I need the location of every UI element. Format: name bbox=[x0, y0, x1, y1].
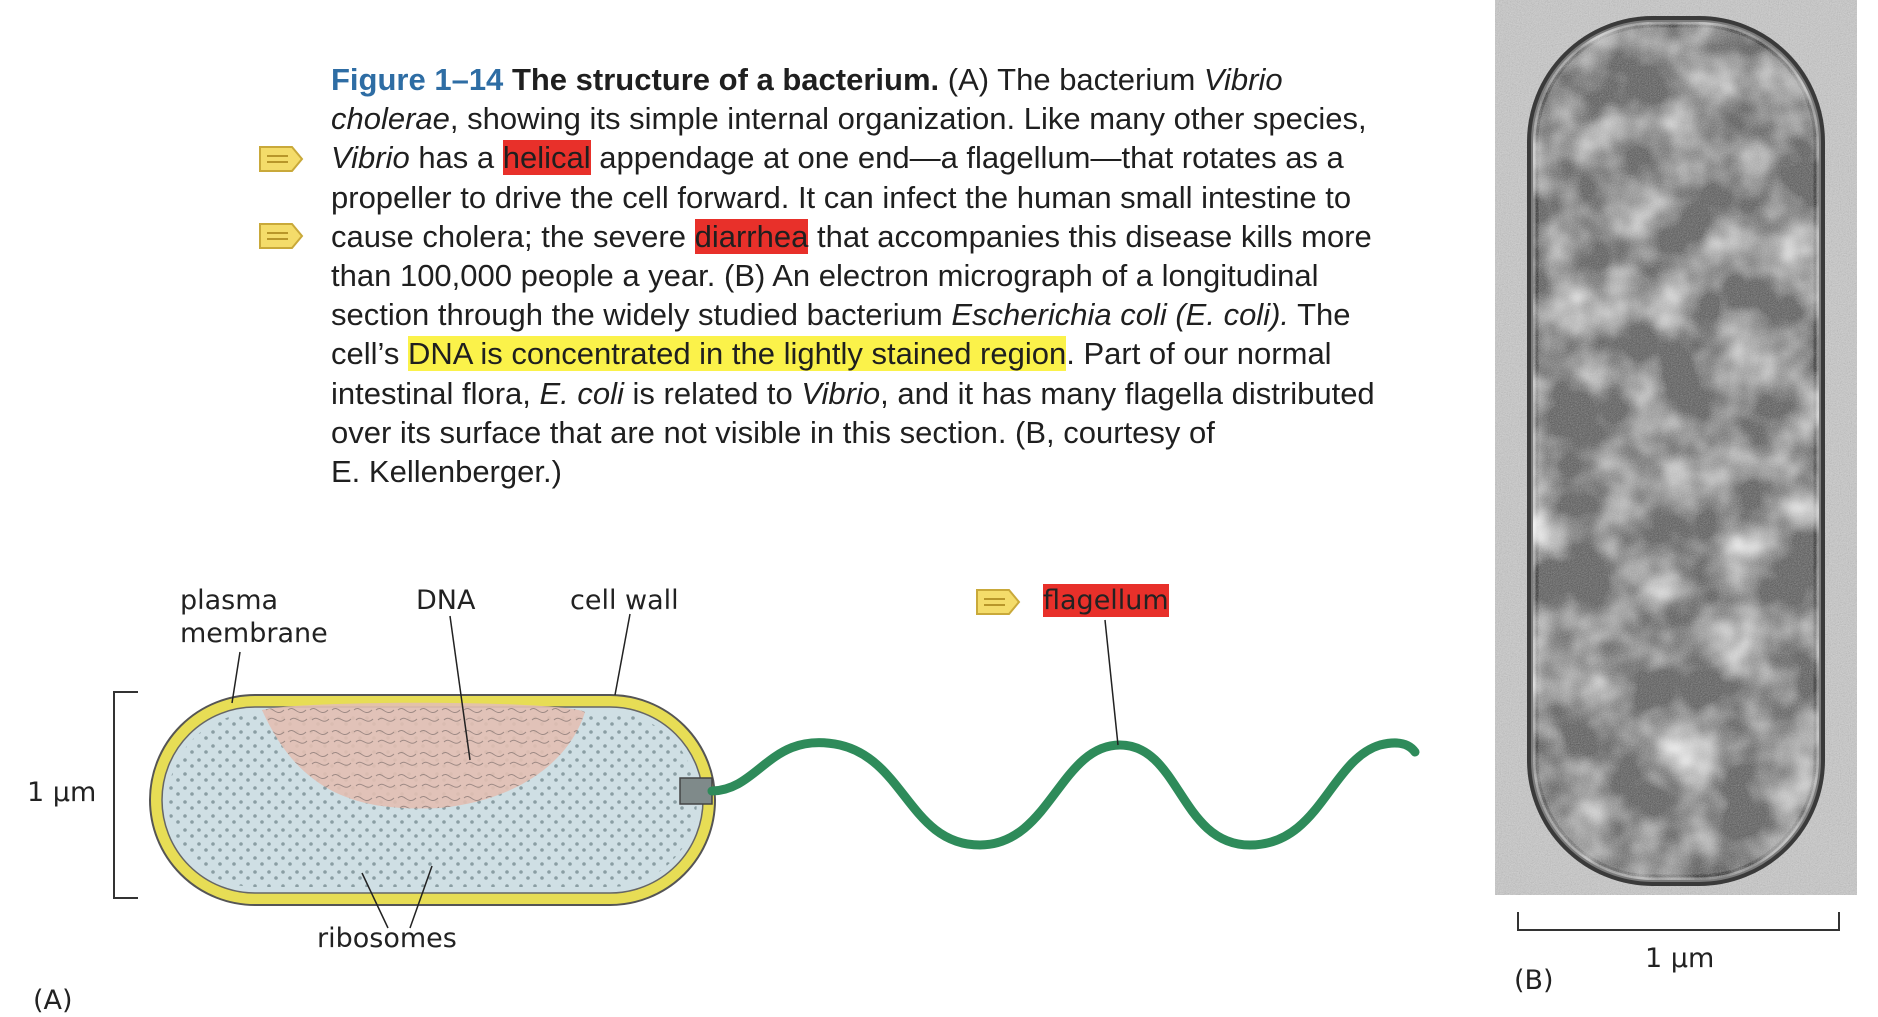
scale-bar-a bbox=[113, 691, 138, 899]
label-flagellum: flagellum bbox=[1043, 584, 1169, 617]
flagellum-hook bbox=[679, 777, 713, 805]
caption-text: intestinal flora, bbox=[331, 375, 540, 411]
caption-line: intestinal flora, E. coli is related to … bbox=[331, 374, 1431, 413]
caption-text: is related to bbox=[623, 375, 802, 411]
caption-text: , showing its simple internal organizati… bbox=[449, 101, 1367, 137]
caption-line: E. Kellenberger.) bbox=[331, 452, 1431, 491]
scale-bar-b bbox=[1517, 912, 1840, 931]
label-cell-wall: cell wall bbox=[570, 585, 679, 616]
caption-text: (A) The bacterium bbox=[947, 62, 1204, 97]
caption-line: cholerae, showing its simple internal or… bbox=[331, 99, 1431, 138]
label-dna: DNA bbox=[416, 585, 476, 616]
caption-text: Vibrio bbox=[801, 375, 881, 411]
caption-text: cause cholera; the severe bbox=[331, 218, 695, 254]
caption-text: E. Kellenberger.) bbox=[331, 453, 562, 489]
label-ribosomes: ribosomes bbox=[317, 923, 457, 954]
caption-line: than 100,000 people a year. (B) An elect… bbox=[331, 256, 1431, 295]
note-annotation-icon[interactable] bbox=[975, 588, 1021, 616]
figure-number: Figure 1–14 bbox=[331, 62, 504, 97]
caption-text: Vibrio bbox=[1203, 62, 1283, 97]
caption-text: appendage at one end—a flagellum—that ro… bbox=[590, 140, 1344, 176]
figure-caption: Figure 1–14 The structure of a bacterium… bbox=[331, 60, 1431, 491]
highlighted-text: helical bbox=[502, 140, 591, 176]
caption-text: , and it has many flagella distributed bbox=[880, 375, 1375, 411]
electron-micrograph bbox=[1495, 0, 1857, 895]
note-annotation-icon[interactable] bbox=[258, 222, 304, 250]
caption-text: than 100,000 people a year. (B) An elect… bbox=[331, 257, 1319, 293]
caption-text: Vibrio bbox=[331, 140, 410, 176]
caption-text: The bbox=[1289, 297, 1351, 333]
caption-line: Figure 1–14 The structure of a bacterium… bbox=[331, 60, 1431, 99]
caption-text: cell’s bbox=[331, 336, 408, 372]
label-plasma-membrane-line1: plasma bbox=[180, 585, 279, 616]
flagellum-shape bbox=[707, 738, 1420, 850]
caption-line: cause cholera; the severe diarrhea that … bbox=[331, 217, 1431, 256]
label-scale-b: 1 µm bbox=[1645, 943, 1715, 974]
label-scale-a: 1 µm bbox=[27, 777, 97, 808]
label-panel-a: (A) bbox=[33, 985, 73, 1016]
caption-text: cholerae bbox=[331, 101, 450, 137]
figure-title: The structure of a bacterium. bbox=[511, 62, 940, 97]
label-panel-b: (B) bbox=[1514, 965, 1554, 996]
caption-text: has a bbox=[409, 140, 503, 176]
caption-line: propeller to drive the cell forward. It … bbox=[331, 178, 1431, 217]
label-plasma-membrane-line2: membrane bbox=[180, 618, 328, 649]
caption-text: that accompanies this disease kills more bbox=[808, 218, 1372, 254]
caption-text: section through the widely studied bacte… bbox=[331, 297, 952, 333]
note-annotation-icon[interactable] bbox=[258, 145, 304, 173]
highlighted-text: diarrhea bbox=[694, 218, 809, 254]
caption-line: Vibrio has a helical appendage at one en… bbox=[331, 138, 1431, 177]
caption-line: over its surface that are not visible in… bbox=[331, 413, 1431, 452]
highlighted-text: DNA is concentrated in the lightly stain… bbox=[407, 336, 1067, 372]
caption-text: over its surface that are not visible in… bbox=[331, 414, 1215, 450]
caption-text: Escherichia coli (E. coli). bbox=[951, 297, 1290, 333]
caption-text: . Part of our normal bbox=[1066, 336, 1332, 372]
caption-line: cell’s DNA is concentrated in the lightl… bbox=[331, 334, 1431, 373]
caption-text: propeller to drive the cell forward. It … bbox=[331, 179, 1352, 215]
caption-line: section through the widely studied bacte… bbox=[331, 295, 1431, 334]
caption-text: E. coli bbox=[539, 375, 624, 411]
